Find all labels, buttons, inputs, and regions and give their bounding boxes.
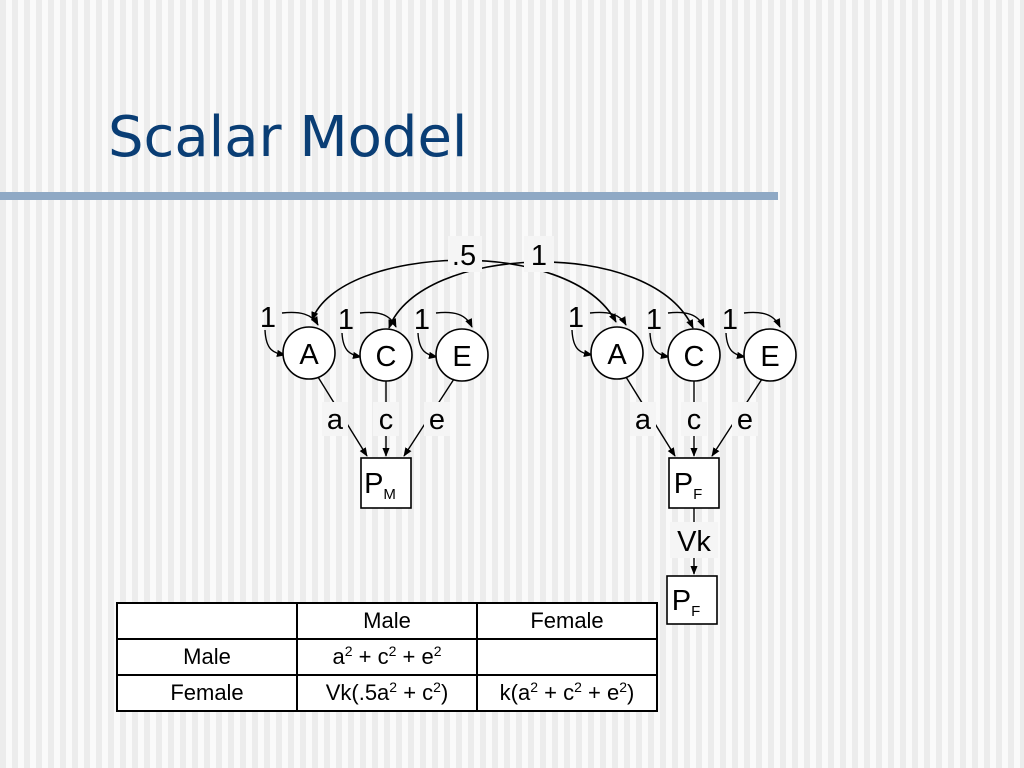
- scalar-path-bg: [670, 522, 718, 558]
- male-a-path-bg: [322, 402, 348, 436]
- male-group: 1 1 1 A C E a c e PM: [260, 302, 489, 509]
- male-a-path-label: a: [327, 404, 344, 436]
- male-c-variance-loop: [341, 332, 362, 359]
- male-a-variance-loop-top: [281, 311, 319, 326]
- female-a-variance-loop: [571, 329, 593, 357]
- female-group: 1 1 1 A C E a c e PF Vk PF: [568, 302, 797, 625]
- male-c-variance-loop-top: [359, 311, 397, 328]
- male-c-path-bg: [373, 402, 399, 436]
- table-header-cell: Male: [296, 602, 478, 640]
- table-cell-empty: [476, 638, 658, 676]
- table-header-cell: [116, 602, 298, 640]
- female-a-path-label: a: [635, 404, 652, 436]
- male-e-label: E: [452, 341, 471, 373]
- correlation-arcs: [311, 259, 694, 329]
- female-a-path-bg: [630, 402, 656, 436]
- female-observed-label: PF: [674, 468, 703, 503]
- row-label: Female: [116, 674, 298, 712]
- row-label: Male: [116, 638, 298, 676]
- male-c-label: C: [376, 341, 397, 373]
- table-row: Female Vk(.5a2 + c2) k(a2 + c2 + e2): [116, 674, 658, 712]
- female-e-variance-loop: [725, 332, 746, 359]
- slide-title: Scalar Model: [108, 105, 468, 170]
- male-e-path-label: e: [429, 404, 445, 436]
- covariance-table: Male Female Male a2 + c2 + e2 Female Vk(…: [116, 602, 658, 712]
- female-c-variance-loop-top: [667, 311, 705, 328]
- female-e-node: [743, 328, 797, 382]
- c-corr-label-bg: [524, 236, 554, 272]
- table-cell-formula: Vk(.5a2 + c2): [296, 674, 478, 712]
- table-header-cell: Female: [476, 602, 658, 640]
- male-a-node: [282, 326, 336, 380]
- female-e-label: E: [760, 341, 779, 373]
- female-e-path-bg: [732, 402, 758, 436]
- male-a-variance: 1: [260, 302, 276, 334]
- title-underline: [0, 192, 778, 200]
- male-e-variance-loop-top: [435, 311, 473, 328]
- female-a-label: A: [607, 339, 627, 371]
- female-a-variance-loop-top: [589, 311, 627, 326]
- female-a-variance: 1: [568, 302, 584, 334]
- female-a-node: [590, 326, 644, 380]
- male-a-label: A: [299, 339, 319, 371]
- male-c-path-label: c: [379, 404, 394, 436]
- scalar-path-label: Vk: [677, 526, 711, 558]
- table-cell-formula: a2 + c2 + e2: [296, 638, 478, 676]
- male-e-path-bg: [424, 402, 450, 436]
- a-correlation-label: .5: [452, 240, 476, 272]
- female-e-variance: 1: [722, 304, 738, 336]
- female-scaled-observed-label: PF: [672, 585, 701, 620]
- female-c-variance-loop: [649, 332, 670, 359]
- female-e-variance-loop-top: [743, 311, 781, 328]
- a-corr-label-bg: [448, 236, 482, 272]
- table-header-row: Male Female: [116, 602, 658, 640]
- male-observed-label: PM: [364, 468, 396, 503]
- male-e-variance-loop: [417, 332, 438, 359]
- table-cell-formula: k(a2 + c2 + e2): [476, 674, 658, 712]
- male-e-node: [435, 328, 489, 382]
- c-correlation-label: 1: [531, 240, 547, 272]
- male-e-variance: 1: [414, 304, 430, 336]
- female-scaled-observed-box: [666, 575, 718, 625]
- female-c-label: C: [684, 341, 705, 373]
- female-c-variance: 1: [646, 304, 662, 336]
- male-observed-box: [360, 457, 412, 509]
- male-c-variance: 1: [338, 304, 354, 336]
- female-c-path-bg: [681, 402, 707, 436]
- female-e-path-label: e: [737, 404, 753, 436]
- female-c-path-label: c: [687, 404, 702, 436]
- table-row: Male a2 + c2 + e2: [116, 638, 658, 676]
